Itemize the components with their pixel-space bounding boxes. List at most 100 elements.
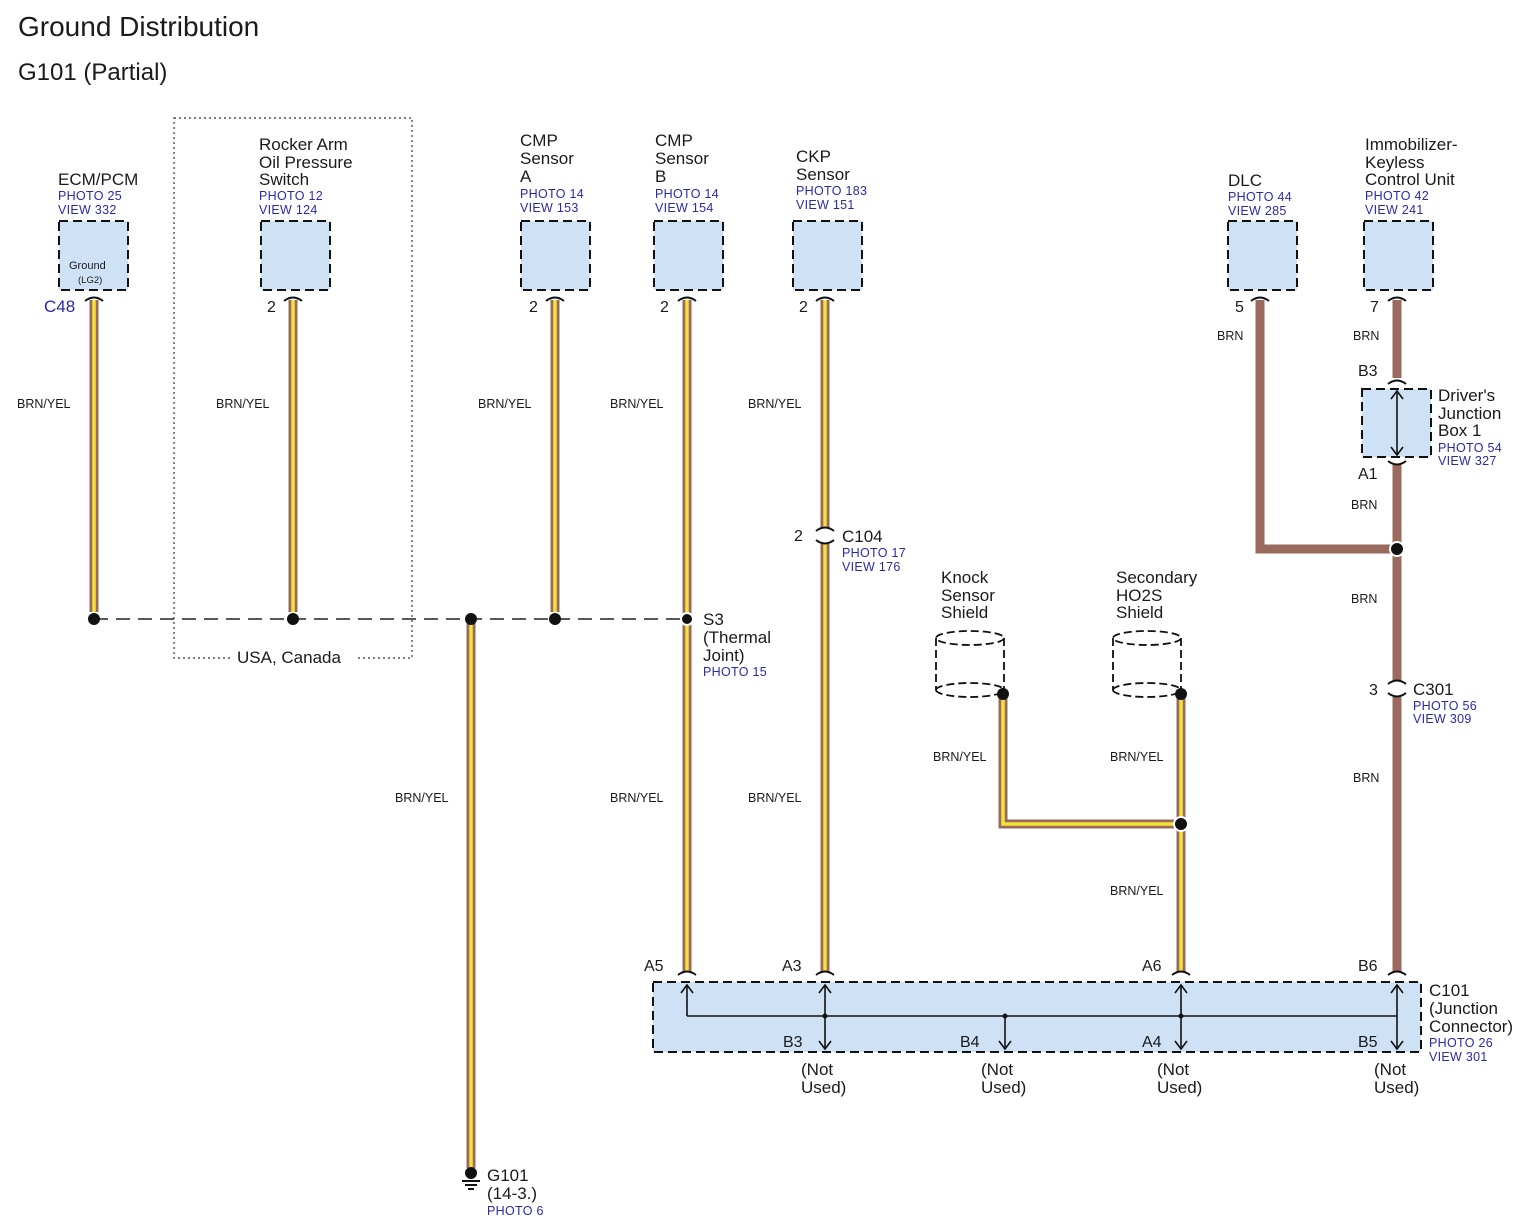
c101-pin-b3: B3 [783,1034,803,1051]
immob-name-1: Immobilizer- [1365,135,1458,154]
g101-ref: (14-3.) [487,1184,537,1203]
immob-name-2: Keyless [1365,153,1425,172]
page-subtitle: G101 (Partial) [18,59,167,86]
immob-view: VIEW 241 [1365,203,1424,217]
djb-pin-top: B3 [1358,363,1378,380]
ecm-ground-label: Ground [69,260,106,272]
djb-name-3: Box 1 [1438,421,1481,440]
not-used-a4-1: (Not [1157,1060,1189,1079]
cmp-b-view: VIEW 154 [655,201,714,215]
wire-label-ho2s: BRN/YEL [1110,750,1164,764]
ho2s-name-2: HO2S [1116,586,1162,605]
dlc-box [1227,220,1298,291]
ecm-photo: PHOTO 25 [58,189,122,203]
not-used-a4-2: Used) [1157,1078,1202,1097]
g101-name: G101 [487,1166,529,1185]
ecm-box [58,220,129,291]
immob-photo: PHOTO 42 [1365,189,1429,203]
s3-name-1: S3 [703,610,724,629]
wire-label-dlc: BRN [1217,329,1243,343]
c101-box [652,981,1422,1053]
djb-name-2: Junction [1438,404,1501,423]
djb-view: VIEW 327 [1438,454,1497,468]
wires [89,300,1186,1168]
ckp-view: VIEW 151 [796,198,855,212]
ho2s-shield-icon [1112,630,1182,698]
immob-name-3: Control Unit [1365,170,1455,189]
djb-internal [1390,389,1404,457]
c101-pin-b5: B5 [1358,1034,1378,1051]
not-used-b4-2: Used) [981,1078,1026,1097]
cmp-b-box [653,220,724,291]
cmp-a-name-1: CMP [520,131,558,150]
djb-name-1: Driver's [1438,386,1495,405]
wire-label-g101: BRN/YEL [395,791,449,805]
c301-name: C301 [1413,680,1454,699]
c101-pin-a5: A5 [644,958,664,975]
ckp-name-2: Sensor [796,165,850,184]
not-used-b3-2: Used) [801,1078,846,1097]
knock-name-2: Sensor [941,586,995,605]
ckp-name-1: CKP [796,147,831,166]
immob-box [1363,220,1434,291]
djb-photo: PHOTO 54 [1438,441,1502,455]
c101-pin-a6: A6 [1142,958,1162,975]
wire-label-c301-top: BRN [1351,592,1377,606]
s3-name-3: Joint) [703,646,745,665]
ckp-box [792,220,863,291]
ecm-view: VIEW 332 [58,203,117,217]
cmp-a-pin: 2 [529,299,538,316]
c101-photo: PHOTO 26 [1429,1036,1493,1050]
ecm-connector: C48 [44,297,75,316]
wire-label-immob: BRN [1353,329,1379,343]
cmp-b-pin: 2 [660,299,669,316]
djb-pin-bottom: A1 [1358,466,1378,483]
c101-name-3: Connector) [1429,1017,1513,1036]
c101-pin-a4: A4 [1142,1034,1162,1051]
page-title: Ground Distribution [18,11,259,42]
wire-label-cmp-a: BRN/YEL [478,397,532,411]
cmp-a-name-2: Sensor [520,149,574,168]
c101-pin-a3: A3 [782,958,802,975]
dlc-photo: PHOTO 44 [1228,190,1292,204]
c301-photo: PHOTO 56 [1413,699,1477,713]
dlc-name: DLC [1228,171,1262,190]
c101-pin-b6: B6 [1358,958,1378,975]
wire-label-djb: BRN [1351,498,1377,512]
cmp-a-name-3: A [520,167,532,186]
wire-label-rocker: BRN/YEL [216,397,270,411]
wire-label-ecm: BRN/YEL [17,397,71,411]
c101-pin-b4: B4 [960,1034,980,1051]
ecm-ground-sub: (LG2) [78,275,102,286]
g101-photo: PHOTO 6 [487,1204,544,1218]
cmp-a-photo: PHOTO 14 [520,187,584,201]
c104-photo: PHOTO 17 [842,546,906,560]
not-used-b5-1: (Not [1374,1060,1406,1079]
cmp-a-box [520,220,591,291]
cmp-b-name-2: Sensor [655,149,709,168]
c104-view: VIEW 176 [842,560,901,574]
brown-wires [1255,300,1402,972]
wire-label-ckp: BRN/YEL [748,397,802,411]
c101-name-2: (Junction [1429,999,1498,1018]
s3-name-2: (Thermal [703,628,771,647]
wire-label-knock: BRN/YEL [933,750,987,764]
c301-view: VIEW 309 [1413,712,1472,726]
not-used-b4-1: (Not [981,1060,1013,1079]
ground-icon [462,1167,480,1190]
not-used-b3-1: (Not [801,1060,833,1079]
wire-label-c301-bottom: BRN [1353,771,1379,785]
ckp-pin: 2 [799,299,808,316]
knock-shield-icon [935,630,1005,698]
wire-labels: BRN/YEL BRN/YEL BRN/YEL BRN/YEL BRN/YEL … [17,329,1379,898]
wire-label-c104: BRN/YEL [748,791,802,805]
knock-name-1: Knock [941,568,989,587]
c104-pin: 2 [794,528,803,545]
region-label: USA, Canada [237,648,341,667]
rocker-view: VIEW 124 [259,203,318,217]
ckp-photo: PHOTO 183 [796,184,867,198]
cmp-b-name-1: CMP [655,131,693,150]
rocker-name-2: Oil Pressure [259,153,353,172]
not-used-b5-2: Used) [1374,1078,1419,1097]
